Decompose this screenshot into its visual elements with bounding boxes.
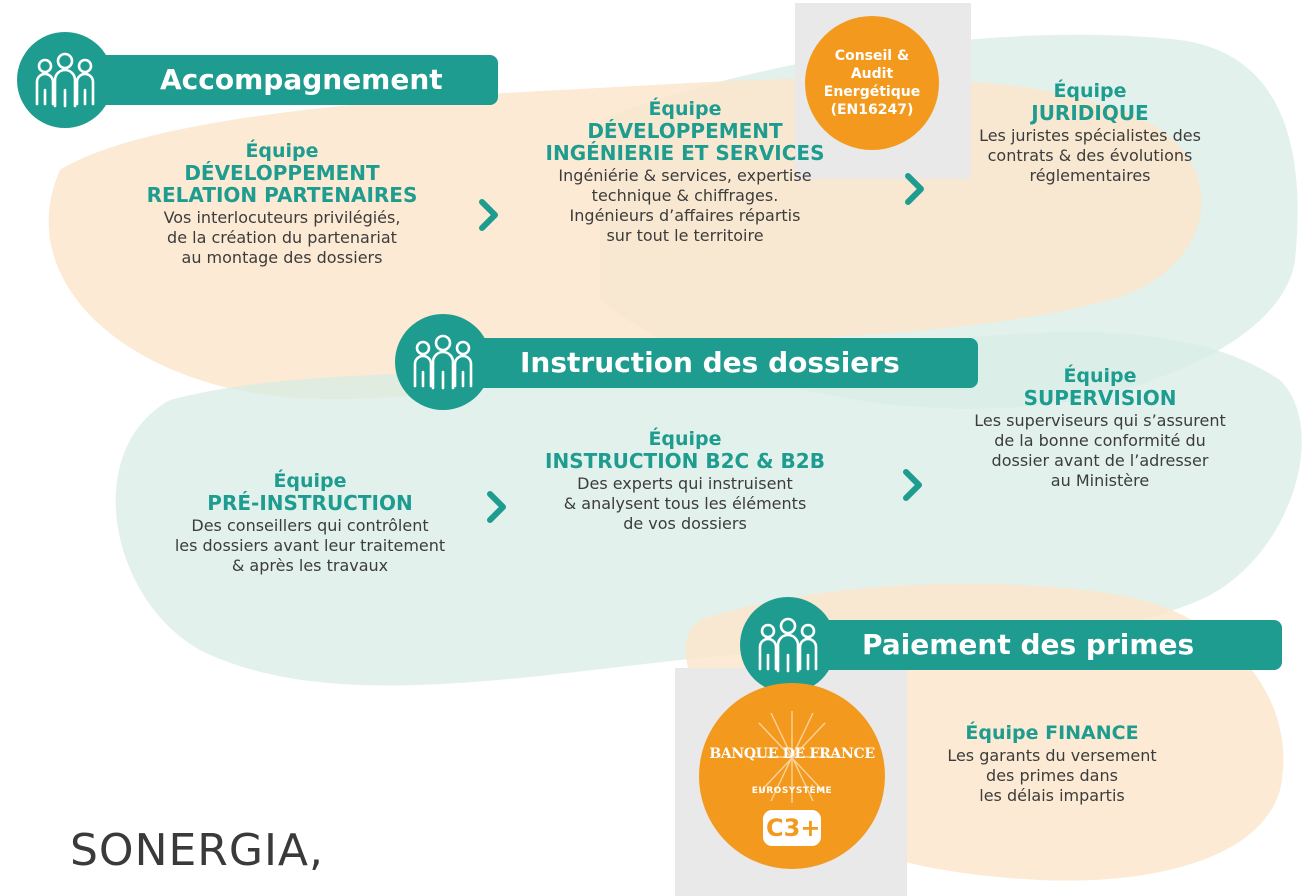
section-title: Accompagnement [160,63,443,96]
team-kicker: Équipe FINANCE [965,722,1139,744]
bdf-rating: C3+ [763,810,821,846]
team-description: Les superviseurs qui s’assurent de la bo… [974,411,1226,490]
team-kicker: Équipe [245,140,319,162]
chevron-right-icon [487,491,506,523]
team-name: DÉVELOPPEMENT INGÉNIERIE ET SERVICES [545,119,825,165]
chevron-right-icon [905,173,924,205]
section-banner-instruction: Instruction des dossiers [420,338,978,388]
team-relation-partenaires: Équipe DÉVELOPPEMENT RELATION PARTENAIRE… [112,140,452,268]
team-name: DÉVELOPPEMENT RELATION PARTENAIRES [146,161,418,207]
team-instruction-b2c-b2b: Équipe INSTRUCTION B2C & B2B Des experts… [520,428,850,534]
section-title: Instruction des dossiers [520,346,900,379]
team-kicker: Équipe [1063,365,1137,387]
chevron-right-icon [479,199,498,231]
people-group-icon [395,314,491,410]
audit-energetique-badge: Conseil & Audit Energétique (EN16247) [805,16,939,150]
people-group-icon [17,32,113,128]
section-title: Paiement des primes [862,628,1195,661]
team-pre-instruction: Équipe PRÉ-INSTRUCTION Des conseillers q… [130,470,490,576]
team-kicker: Équipe [273,470,347,492]
team-description: Les juristes spécialistes des contrats &… [979,126,1201,185]
people-group-icon [740,597,836,693]
section-banner-paiement: Paiement des primes [762,620,1282,670]
banque-de-france-badge: BANQUE DE FRANCE EUROSYSTÈME C3+ [699,683,885,869]
team-juridique: Équipe JURIDIQUE Les juristes spécialist… [940,80,1240,186]
starburst-logo-icon [747,711,837,803]
team-name: PRÉ-INSTRUCTION [207,491,413,515]
footer-title: SONERGIA, [70,825,325,876]
team-description: Ingéniérie & services, expertise techniq… [558,166,812,245]
team-description: Vos interlocuteurs privilégiés, de la cr… [163,208,401,267]
section-banner-accompagnement: Accompagnement [60,55,498,105]
team-kicker: Équipe [648,428,722,450]
team-finance: Équipe FINANCE Les garants du versement … [912,722,1192,806]
chevron-right-icon [903,469,922,501]
bdf-eurosystem: EUROSYSTÈME [751,786,833,796]
top-cut-text [468,0,1068,8]
team-description: Des experts qui instruisent & analysent … [563,474,807,533]
team-supervision: Équipe SUPERVISION Les superviseurs qui … [940,365,1260,491]
bdf-bank-name: BANQUE DE FRANCE [709,746,875,762]
team-description: Des conseillers qui contrôlent les dossi… [174,516,446,575]
team-name: JURIDIQUE [1031,101,1149,125]
team-kicker: Équipe [1053,80,1127,102]
team-kicker: Équipe [648,98,722,120]
team-description: Les garants du versement des primes dans… [947,746,1157,805]
team-name: SUPERVISION [1023,386,1177,410]
team-ingenierie-services: Équipe DÉVELOPPEMENT INGÉNIERIE ET SERVI… [510,98,860,246]
team-name: INSTRUCTION B2C & B2B [545,449,825,473]
